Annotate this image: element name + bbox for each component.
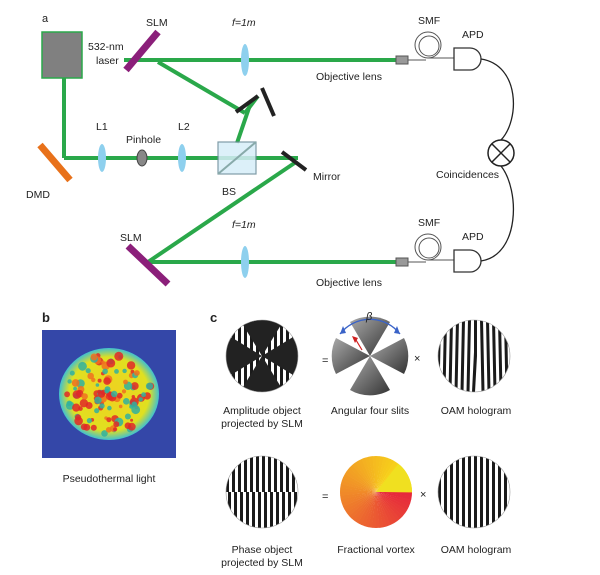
panel-b-label: b	[42, 310, 50, 325]
lens-l2	[178, 144, 186, 172]
lens-f-bottom	[241, 246, 249, 278]
amplitude-object	[226, 320, 298, 392]
mirror-label: Mirror	[313, 171, 341, 183]
laser-label-line2: laser	[96, 55, 119, 67]
panel-c-label: c	[210, 310, 217, 325]
laser-label-line1: 532-nm	[88, 41, 124, 53]
oam-caption-top: OAM hologram	[441, 405, 512, 417]
bs-label: BS	[222, 186, 236, 198]
laser-source	[41, 31, 83, 79]
vortex-caption: Fractional vortex	[337, 544, 415, 556]
beam-splitter	[217, 141, 257, 175]
slm-bottom	[125, 243, 171, 287]
slm-bottom-label: SLM	[120, 232, 142, 244]
phase-caption-line2: projected by SLM	[221, 557, 303, 569]
coincidence-counter-icon	[487, 139, 515, 167]
pseudothermal-speckle	[59, 348, 159, 440]
pinhole	[136, 149, 148, 167]
apd-top-label: APD	[462, 29, 484, 41]
oam-caption-bottom: OAM hologram	[441, 544, 512, 556]
phase-object-rim	[225, 455, 299, 529]
coincidences-label: Coincidences	[436, 169, 499, 181]
times-sign-top: ×	[414, 353, 420, 365]
beta-label: β	[365, 311, 373, 323]
phase-caption-line1: Phase object	[232, 544, 293, 556]
fiber-bottom	[395, 233, 454, 267]
equals-sign-bottom: =	[322, 491, 328, 503]
lens-f-top	[241, 44, 249, 76]
apd-bottom-label: APD	[462, 231, 484, 243]
lens-l1-label: L1	[96, 121, 108, 133]
focal-bottom-label: f=1m	[232, 219, 256, 231]
oam-hologram-bottom-rim	[437, 455, 511, 529]
slits-caption: Angular four slits	[331, 405, 409, 417]
lens-l1	[98, 144, 106, 172]
pseudothermal-caption: Pseudothermal light	[63, 473, 156, 485]
dmd-mirror	[37, 142, 73, 183]
cable-top	[480, 58, 515, 141]
mirror-upper-right	[260, 87, 276, 117]
smf-top-label: SMF	[418, 15, 440, 27]
slm-top	[123, 29, 161, 73]
lens-l2-label: L2	[178, 121, 190, 133]
amplitude-object-rim	[225, 319, 299, 393]
cable-bottom	[480, 165, 515, 262]
mirror-upper-left	[234, 94, 260, 114]
oam-hologram-bottom	[438, 456, 510, 528]
phase-object	[226, 456, 298, 528]
objective-top-label: Objective lens	[316, 71, 382, 83]
dmd-label: DMD	[26, 189, 50, 201]
fiber-top	[395, 31, 454, 65]
smf-bottom-label: SMF	[418, 217, 440, 229]
pinhole-label: Pinhole	[126, 134, 161, 146]
angular-four-slits	[331, 316, 409, 396]
amplitude-caption-line2: projected by SLM	[221, 418, 303, 430]
apd-top	[453, 47, 482, 71]
panel-a-label: a	[42, 13, 49, 25]
oam-hologram-top-rim	[437, 319, 511, 393]
apd-bottom	[453, 249, 482, 273]
times-sign-bottom: ×	[420, 489, 426, 501]
fractional-vortex	[340, 456, 412, 528]
objective-bottom-label: Objective lens	[316, 277, 382, 289]
slm-top-label: SLM	[146, 17, 168, 29]
oam-hologram-top	[438, 320, 510, 392]
equals-sign-top: =	[322, 355, 328, 367]
mirror-main	[280, 150, 308, 172]
amplitude-caption-line1: Amplitude object	[223, 405, 301, 417]
focal-top-label: f=1m	[232, 17, 256, 29]
